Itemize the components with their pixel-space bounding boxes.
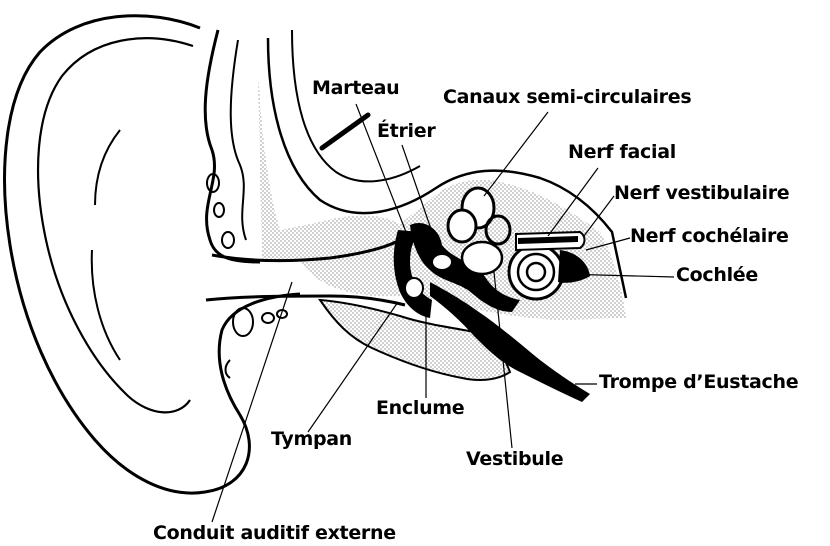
leader-canaux [484, 112, 548, 196]
label-enclume: Enclume [376, 399, 464, 418]
malleus-handle [322, 115, 368, 148]
label-tympan: Tympan [271, 430, 352, 449]
cartilage-left-outline [231, 40, 246, 240]
cartilage-bump [226, 360, 231, 378]
cartilage-bump [262, 313, 274, 323]
label-etrier: Étrier [377, 122, 435, 141]
ear-canal-lower [206, 296, 405, 305]
round-window [405, 278, 423, 298]
label-vestibule: Vestibule [466, 450, 563, 469]
semicircular-canal [448, 210, 476, 242]
vestibule-body [462, 242, 502, 274]
cartilage-bump [233, 308, 253, 336]
label-nerf-vestibulaire: Nerf vestibulaire [614, 184, 789, 203]
label-cochlee: Cochlée [676, 266, 758, 285]
helix-inner-fold [38, 38, 193, 412]
label-nerf-cochelaire: Nerf cochélaire [630, 227, 789, 246]
label-conduit-auditif-externe: Conduit auditif externe [153, 524, 396, 543]
bone-inner-outline [292, 30, 420, 181]
label-trompe-d-eustache: Trompe d’Eustache [599, 373, 798, 392]
label-canaux-semi-circulaires: Canaux semi-circulaires [443, 88, 691, 107]
cartilage-bump [214, 203, 224, 217]
label-nerf-facial: Nerf facial [568, 143, 676, 162]
oval-window [432, 254, 452, 270]
cartilage-bump [222, 232, 234, 248]
label-marteau: Marteau [312, 79, 399, 98]
concha-wall [205, 30, 260, 262]
antihelix-fold [92, 130, 120, 360]
